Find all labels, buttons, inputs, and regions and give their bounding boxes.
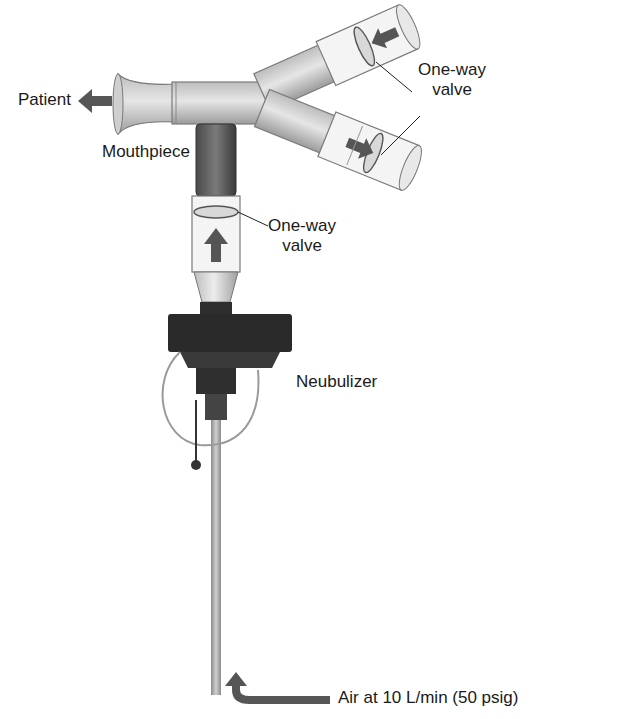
nebulizer-neck xyxy=(194,272,238,302)
leader-line xyxy=(376,62,412,92)
air-hose xyxy=(211,420,221,695)
nebulizer-strap xyxy=(163,352,259,445)
part-label: Neubulizer xyxy=(296,372,406,392)
nebulizer-cap xyxy=(168,314,292,352)
nebulizer-top xyxy=(200,302,232,314)
flow-label: Patient xyxy=(18,90,88,110)
mouthpiece xyxy=(115,74,176,134)
valve-housing xyxy=(192,196,240,272)
valve-disk xyxy=(194,206,238,218)
nebulizer-nozzle xyxy=(205,394,227,420)
lower-branch xyxy=(253,86,426,193)
flow-arrow xyxy=(204,228,228,262)
nebulizer-collar xyxy=(180,352,280,368)
leader-line xyxy=(238,212,268,226)
part-label: One-way valve xyxy=(262,216,342,255)
flow-label: Air at 10 L/min (50 psig) xyxy=(338,688,618,708)
leader-line xyxy=(381,116,420,155)
tube-joint xyxy=(176,82,177,124)
flow-arrow xyxy=(78,89,112,113)
tee-tube xyxy=(172,82,272,124)
tether xyxy=(195,400,197,462)
tether-plug xyxy=(191,460,201,470)
part-label: Mouthpiece xyxy=(102,142,202,162)
part-label: One-way valve xyxy=(412,60,492,99)
nebulizer-body xyxy=(196,368,236,394)
air-arrow xyxy=(225,672,330,704)
mouthpiece-rim xyxy=(113,74,123,134)
elbow-connector xyxy=(196,124,236,196)
